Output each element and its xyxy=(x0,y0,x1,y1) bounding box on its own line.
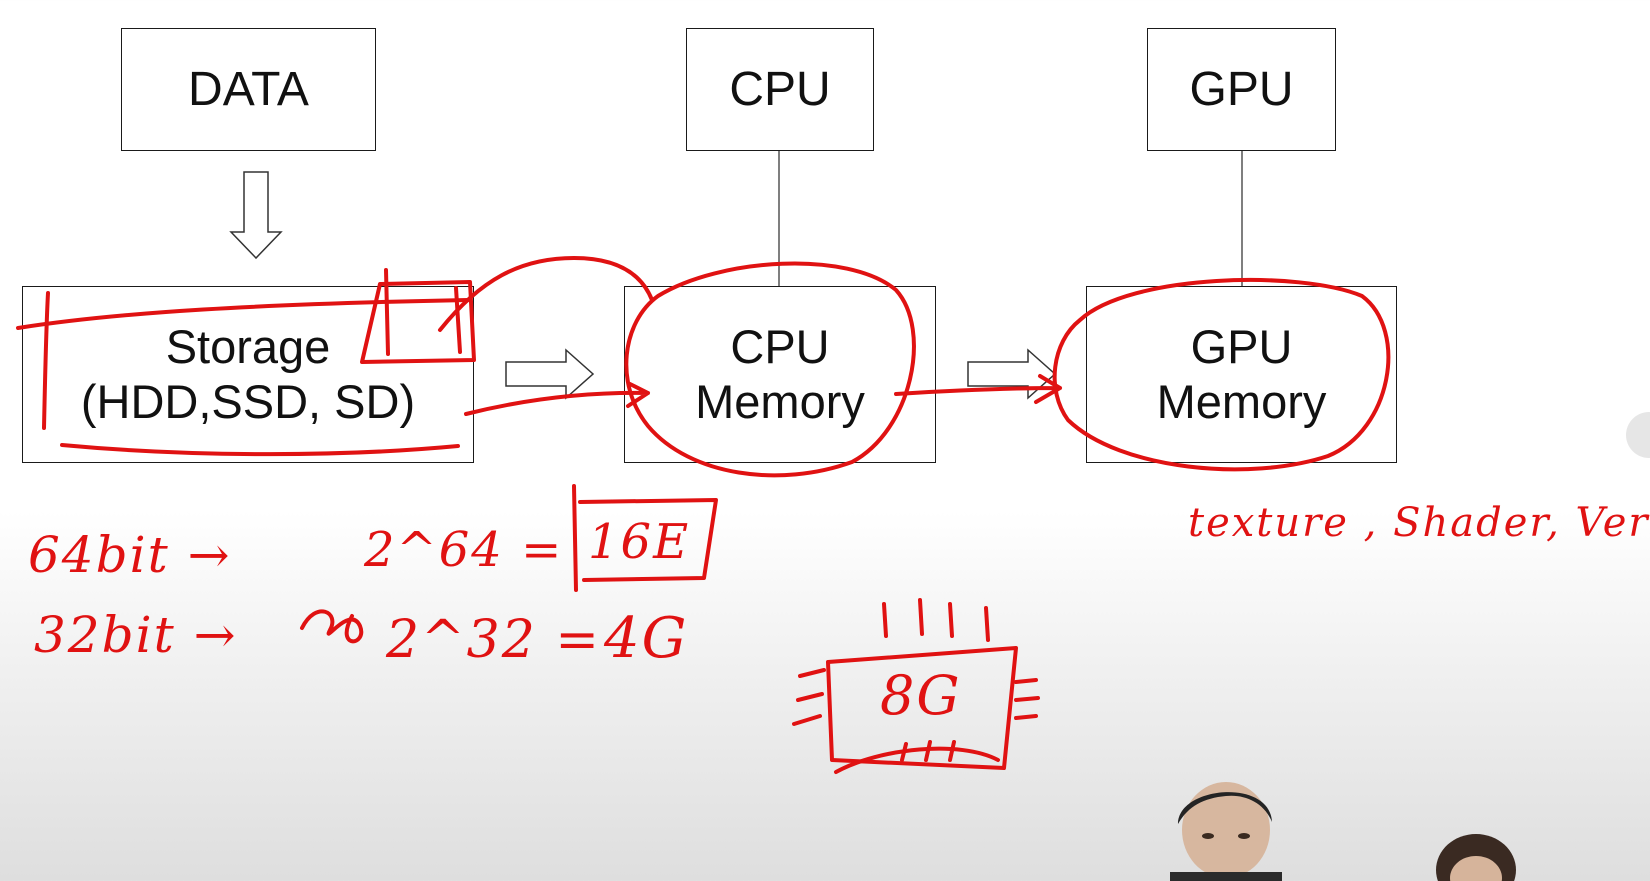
cpu-memory-box: CPU Memory xyxy=(624,286,936,463)
cpu-memory-box-line1: CPU xyxy=(730,320,830,374)
ink-8g: 8G xyxy=(880,664,962,727)
down-arrow-icon xyxy=(229,171,283,260)
gpu-memory-box-line1: GPU xyxy=(1190,320,1293,374)
ink-2pow32: 2^32 = xyxy=(386,610,601,670)
ink-32bit: 32bit → xyxy=(34,606,238,664)
gpu-box: GPU xyxy=(1147,28,1336,151)
cpu-box: CPU xyxy=(686,28,874,151)
ink-4g: 4G xyxy=(604,606,689,671)
storage-box: Storage (HDD,SSD, SD) xyxy=(22,286,474,463)
webcam-participant xyxy=(1430,830,1520,881)
gpu-memory-box: GPU Memory xyxy=(1086,286,1397,463)
ink-2pow64: 2^64 = xyxy=(364,522,564,578)
gpu-memory-box-line2: Memory xyxy=(1156,374,1327,428)
ink-16e: 16E xyxy=(588,514,691,570)
ink-gpu-note: texture , Shader, Vertex xyxy=(1188,500,1650,546)
data-box-label: DATA xyxy=(188,62,309,116)
gpu-box-label: GPU xyxy=(1189,62,1294,116)
webcam-presenter xyxy=(1160,778,1290,881)
data-box: DATA xyxy=(121,28,376,151)
storage-box-line1: Storage xyxy=(165,320,331,374)
ink-64bit: 64bit → xyxy=(28,526,232,584)
right-arrow-icon xyxy=(505,348,595,400)
cpu-memory-box-line2: Memory xyxy=(695,374,865,428)
storage-box-line2: (HDD,SSD, SD) xyxy=(80,374,416,428)
cpu-box-label: CPU xyxy=(729,62,831,116)
right-arrow-icon-2 xyxy=(967,348,1057,400)
